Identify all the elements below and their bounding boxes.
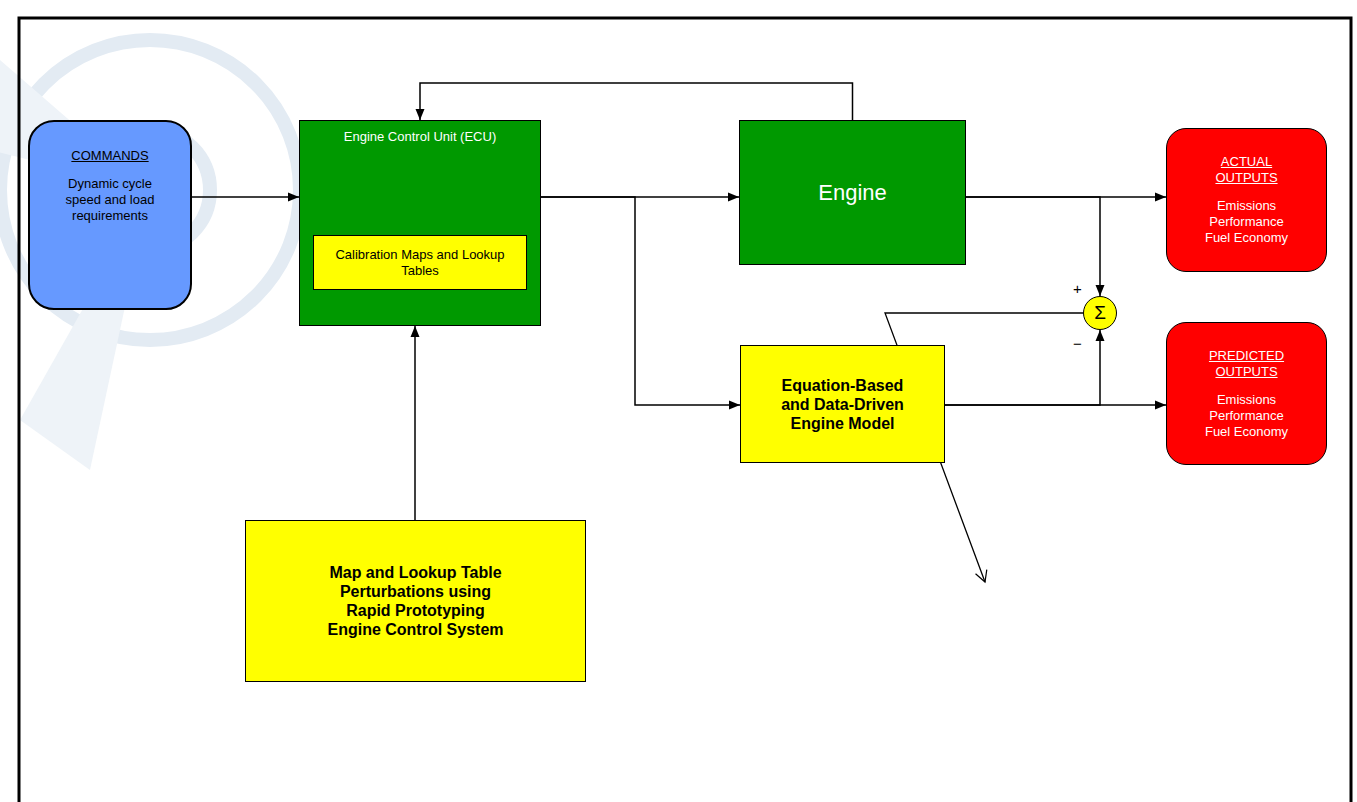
output-box: PREDICTED OUTPUTS Emissions Performance F… xyxy=(1166,322,1327,465)
box-heading: COMMANDS xyxy=(71,148,148,164)
frame-border xyxy=(19,18,1351,802)
box-heading: ACTUAL OUTPUTS xyxy=(1207,154,1287,186)
output-box: ACTUAL OUTPUTS Emissions Performance Fuel… xyxy=(1166,128,1327,272)
box-text: Engine Control Unit (ECU) xyxy=(344,129,496,145)
connector-arrow xyxy=(420,83,853,120)
command-box: COMMANDS Dynamic cycle speed and load req… xyxy=(28,120,192,310)
sign-label: + xyxy=(1073,281,1082,297)
calibration-box: Calibration Maps and Lookup Tables xyxy=(313,235,527,290)
box-text: Σ xyxy=(1094,303,1106,323)
sign-label: − xyxy=(1073,336,1082,352)
perturbation-box: Map and Lookup Table Perturbations using… xyxy=(245,520,586,682)
box-heading: PREDICTED OUTPUTS xyxy=(1202,348,1292,380)
connector-arrow xyxy=(414,326,416,520)
box-text: Dynamic cycle speed and load requirement… xyxy=(55,176,165,224)
engine-box: Engine xyxy=(739,120,966,265)
box-text: Equation-Based and Data-Driven Engine Mo… xyxy=(768,376,918,433)
summing-junction: Σ xyxy=(1083,296,1117,330)
box-text: Calibration Maps and Lookup Tables xyxy=(330,247,510,279)
fan-watermark xyxy=(0,40,300,340)
connector-arrow xyxy=(945,330,1100,405)
box-text: Emissions Performance Fuel Economy xyxy=(1201,198,1293,246)
connector-arrow xyxy=(192,196,299,198)
control-unit-box: Engine Control Unit (ECU) Calibration Map… xyxy=(299,120,541,326)
box-text: Emissions Performance Fuel Economy xyxy=(1201,392,1293,440)
connector-arrow xyxy=(541,197,740,405)
model-box: Equation-Based and Data-Driven Engine Mo… xyxy=(740,345,945,463)
connector-arrow xyxy=(966,197,1100,296)
box-text: Map and Lookup Table Perturbations using… xyxy=(318,563,513,639)
box-text: Engine xyxy=(818,180,887,206)
fan-ring xyxy=(0,40,300,340)
